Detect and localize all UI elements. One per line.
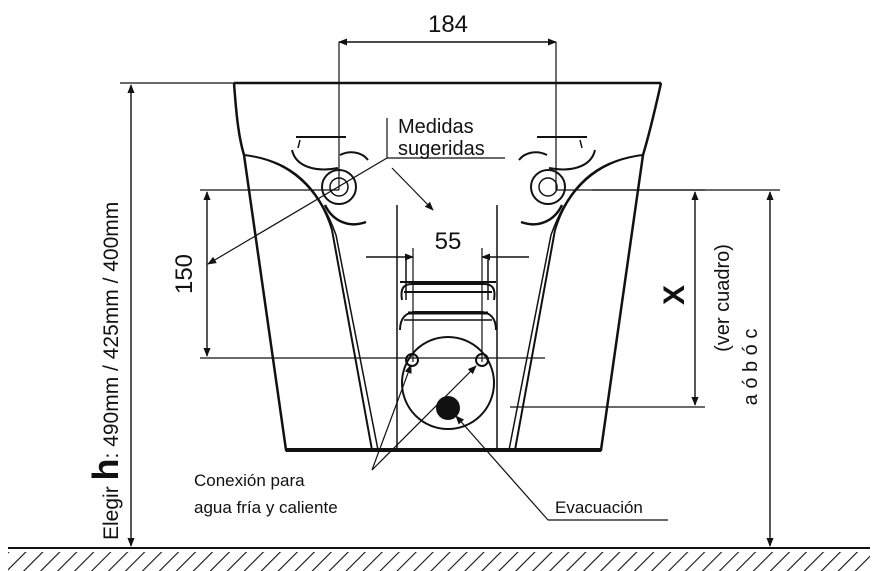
suggested-line2: sugeridas — [398, 138, 485, 160]
height-letter: h — [85, 458, 126, 480]
connection-line2: agua fría y caliente — [194, 498, 338, 517]
dimension-55-label: 55 — [435, 228, 462, 255]
dimension-150 — [200, 189, 545, 359]
bidet-body — [232, 81, 663, 452]
x-note-label: (ver cuadro) — [712, 244, 734, 352]
height-values: : 490mm / 425mm / 400mm — [100, 202, 123, 459]
dimension-height — [120, 82, 780, 547]
height-prefix: Elegir — [100, 480, 123, 540]
connection-line1: Conexión para — [194, 471, 305, 490]
drain-callout — [455, 415, 668, 521]
dimension-184-label: 184 — [428, 11, 468, 38]
floor — [8, 547, 870, 571]
height-label: Elegir h: 490mm / 425mm / 400mm — [85, 202, 126, 540]
drain-label: Evacuación — [555, 498, 643, 517]
suggested-line1: Medidas — [398, 116, 474, 138]
connection-callout — [371, 364, 477, 471]
dimension-184 — [338, 38, 557, 190]
dimension-55 — [366, 248, 529, 362]
connection-channel — [396, 205, 498, 450]
x-options-label: a ó b ó c — [740, 329, 762, 406]
suggested-callout — [207, 118, 505, 265]
dimension-x-label: X — [658, 285, 691, 305]
dimension-150-label: 150 — [171, 254, 198, 294]
